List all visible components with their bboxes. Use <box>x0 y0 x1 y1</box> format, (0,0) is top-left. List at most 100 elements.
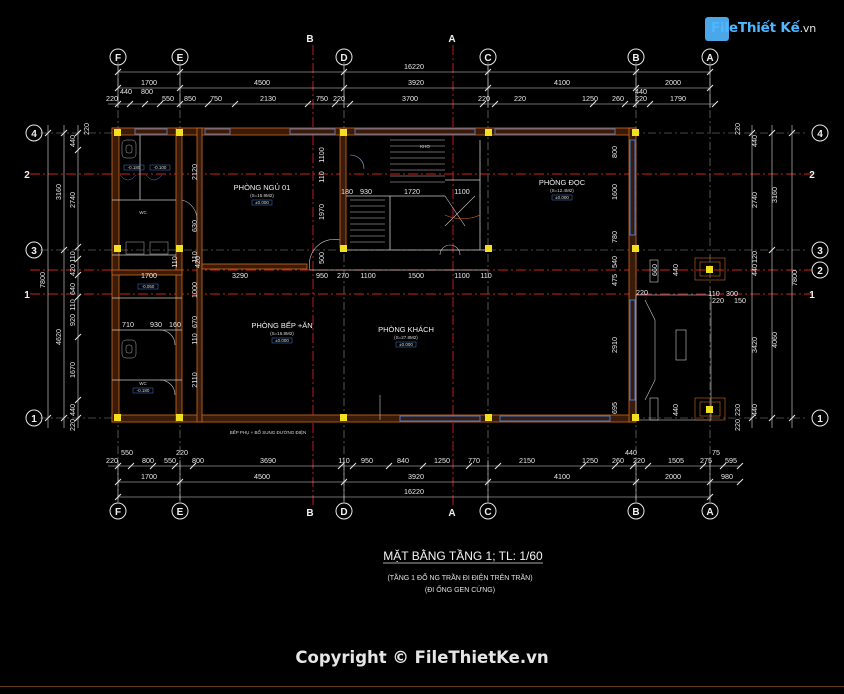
walls <box>111 127 726 423</box>
dim-top-220b: 220 <box>514 94 526 103</box>
room-wc1-name: WC <box>139 210 147 215</box>
dim-bot-2: 550 <box>121 448 133 457</box>
room-kitchen-name: PHÒNG BẾP +ĂN <box>251 320 312 330</box>
dim-right-3160: 3160 <box>770 187 779 203</box>
logo-badge-icon <box>705 17 729 41</box>
dim-bot2-1: 1700 <box>141 472 157 481</box>
dim-bot2-2: 4500 <box>254 472 270 481</box>
dim-inner-1600: 1600 <box>610 184 619 200</box>
dim-top2-15: 1790 <box>670 94 686 103</box>
drawing-title: MẶT BẰNG TẦNG 1; TL: 1/60 <box>383 548 543 563</box>
grid-label-top-f: F <box>115 53 121 64</box>
room-living-level: ±0.000 <box>399 342 413 347</box>
room-bedroom-level: ±0.000 <box>255 200 269 205</box>
dim-bot-12: 2150 <box>519 456 535 465</box>
dim-right-220b: 220 <box>733 404 742 416</box>
room-kho-name: KHO <box>420 144 430 149</box>
dim-top2-10: 3700 <box>402 94 418 103</box>
logo-text: FileThiết Kế.vn <box>711 20 816 36</box>
dimension-lines <box>47 66 793 502</box>
dim-inner-1000: 1000 <box>190 282 199 298</box>
dim-top2-8: 750 <box>316 94 328 103</box>
grid-label-bot-a-red: A <box>448 508 455 519</box>
dim-bot-6: 3690 <box>260 456 276 465</box>
grid-label-top-a: A <box>706 53 713 64</box>
dim-bot-1: 220 <box>106 456 118 465</box>
grid-label-right-4: 4 <box>817 129 823 140</box>
dim-left-3160: 3160 <box>54 184 63 200</box>
dim-right-220: 220 <box>733 123 742 135</box>
dim-bot-11: 770 <box>468 456 480 465</box>
dim-bot-8: 950 <box>361 456 373 465</box>
dim-inner-160: 160 <box>169 320 181 329</box>
dim-bot-220a: 220 <box>176 448 188 457</box>
level-wc-a: -0.180 <box>128 165 141 170</box>
grid-label-top-d: D <box>340 53 347 64</box>
room-study-area: (S=12.4M2) <box>550 188 574 193</box>
dim-inner-540: 540 <box>610 256 619 268</box>
dim-right-2740: 2740 <box>750 192 759 208</box>
dim-top-1: 1700 <box>141 78 157 87</box>
dim-inner-2110: 2110 <box>190 372 199 387</box>
dim-top2-5: 850 <box>184 94 196 103</box>
dim-bot-5: 800 <box>192 456 204 465</box>
dim-left-4620: 4620 <box>54 329 63 345</box>
dim-inner-1100c: 1100 <box>360 271 375 280</box>
grid-label-top-b: B <box>632 53 639 64</box>
grid-label-bot-f: F <box>115 507 121 518</box>
dim-left-220top: 220 <box>82 123 91 135</box>
dim-inner-110a: 110 <box>190 251 199 262</box>
room-wc2-level: -0.180 <box>137 388 150 393</box>
dim-inner-270: 270 <box>337 271 349 280</box>
grid-label-top-c: C <box>484 53 491 64</box>
grid-label-bot-e: E <box>177 507 184 518</box>
grid-label-bot-a: A <box>706 507 713 518</box>
dim-inner-710: 710 <box>122 320 134 329</box>
dim-inner-630: 630 <box>190 220 199 232</box>
dim-top2-1: 220 <box>106 94 118 103</box>
dim-left-440: 440 <box>68 135 77 147</box>
grid-label-left-2-red: 2 <box>24 170 30 181</box>
room-kitchen-level: ±0.000 <box>275 338 289 343</box>
dim-right-220c: 220 <box>733 419 742 431</box>
grid-label-right-3: 3 <box>817 246 823 257</box>
room-kitchen-area: (S=16.8M2) <box>270 331 294 336</box>
dim-top2-9: 220 <box>333 94 345 103</box>
dim-right-440c: 440 <box>750 404 759 416</box>
dim-inner-220r: 220 <box>636 288 648 297</box>
grid-bubbles <box>25 48 829 520</box>
bathroom-fixtures <box>119 139 169 359</box>
dim-inner-1970: 1970 <box>317 204 326 220</box>
grid-label-top-e: E <box>177 53 184 64</box>
grid-label-bot-c: C <box>484 507 491 518</box>
bottom-divider <box>0 686 844 687</box>
dim-inner-500: 500 <box>317 252 326 264</box>
dim-inner-660: 660 <box>650 264 659 276</box>
grid-label-left-1: 1 <box>31 414 37 425</box>
room-extra-kitchen: BẾP PHỤ + BỔ SUNG ĐƯỜNG ĐIỆN <box>230 428 307 435</box>
dim-top-440b: 440 <box>635 87 647 96</box>
copyright-notice: Copyright © FileThietKe.vn <box>295 648 549 667</box>
dim-left-640: 640 <box>68 283 77 295</box>
dim-right-3420: 3420 <box>750 337 759 353</box>
dim-top2-3: 800 <box>141 87 153 96</box>
dim-inner-110c: 110 <box>480 271 491 280</box>
dim-bot-4: 550 <box>164 456 176 465</box>
level-corridor: -0.050 <box>142 284 155 289</box>
dim-bot2-4: 4100 <box>554 472 570 481</box>
grid-label-top-a-red: A <box>448 34 455 45</box>
site-logo[interactable]: FileThiết Kế.vn <box>705 15 817 43</box>
grid-label-right-1-red: 1 <box>809 290 815 301</box>
dim-left-110b: 110 <box>68 299 77 310</box>
staircase <box>349 139 481 256</box>
dim-left-440b: 440 <box>68 404 77 416</box>
dim-inner-1100b: 1100 <box>454 187 469 196</box>
dim-bot-440: 440 <box>625 448 637 457</box>
dim-bot2-5: 2000 <box>665 472 681 481</box>
dim-top-4: 4100 <box>554 78 570 87</box>
dim-left-2740: 2740 <box>68 192 77 208</box>
dim-right-7800: 7800 <box>790 270 799 286</box>
dim-top2-12: 1250 <box>582 94 598 103</box>
porch <box>635 257 726 421</box>
